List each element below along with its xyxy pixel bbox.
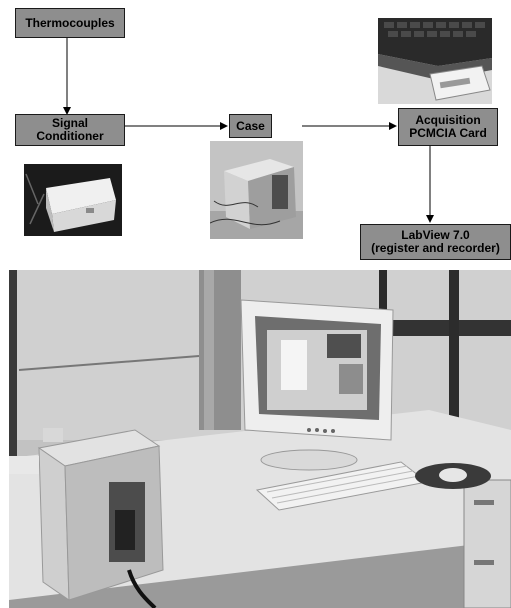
node-labview-label-1: LabView 7.0	[401, 228, 470, 242]
node-acquisition-label-1: Acquisition	[415, 113, 481, 127]
photo-signal-conditioner	[24, 164, 122, 236]
photo-case	[210, 141, 303, 239]
node-acquisition-label-2: PCMCIA Card	[409, 126, 487, 140]
node-thermocouples: Thermocouples	[15, 8, 125, 38]
node-signal-conditioner: Signal Conditioner	[15, 114, 125, 146]
node-signal-conditioner-label-2: Conditioner	[36, 129, 104, 143]
node-case-label: Case	[236, 118, 265, 133]
photo-lab-setup	[9, 270, 511, 608]
photo-laptop-pcmcia	[378, 18, 492, 104]
node-case: Case	[229, 114, 272, 138]
node-acquisition: Acquisition PCMCIA Card	[398, 108, 498, 146]
node-labview-label-2: (register and recorder)	[371, 241, 500, 255]
node-labview: LabView 7.0 (register and recorder)	[360, 224, 511, 260]
node-thermocouples-label: Thermocouples	[25, 15, 115, 30]
node-signal-conditioner-label-1: Signal	[51, 116, 88, 130]
